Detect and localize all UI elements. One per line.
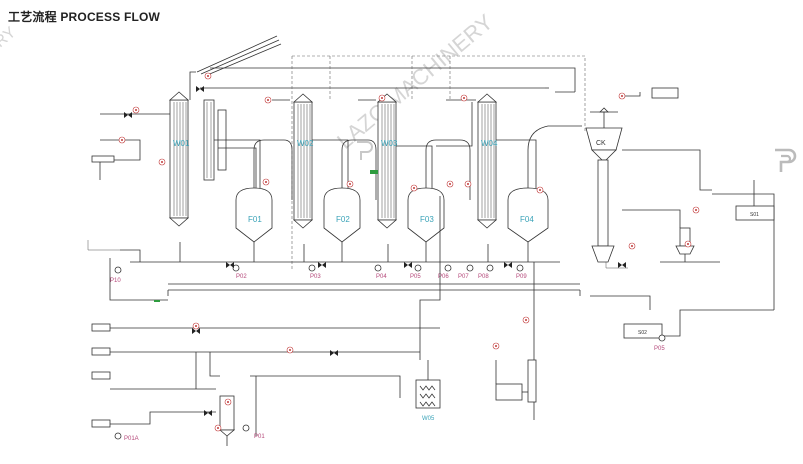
pump-label: P09 (516, 274, 527, 280)
tank-s01: S01 (735, 180, 775, 221)
preheater-label: W05 (422, 416, 435, 422)
pump-label: P02 (236, 274, 247, 280)
evaporator-w02: W02 (292, 93, 314, 229)
bottom-inlets (91, 323, 440, 436)
page-title: 工艺流程 PROCESS FLOW (8, 10, 161, 24)
evaporator-label: W02 (297, 139, 314, 148)
evaporator-w04: W04 (476, 93, 498, 229)
bottom-headers (87, 240, 580, 301)
evaporator-label: W01 (173, 139, 190, 148)
pump-label: P03 (310, 274, 321, 280)
pump-label: P05 (410, 274, 421, 280)
evaporator-label: W03 (381, 139, 398, 148)
preheater-w05: W05 (415, 360, 441, 422)
pump-label: P08 (478, 274, 489, 280)
right-side-lines (590, 149, 775, 337)
condenser-ck: CK (585, 87, 679, 263)
level-indicator (154, 170, 378, 302)
tank-s02: S02 (623, 323, 663, 339)
pump-label: P01 (254, 434, 265, 440)
pump-label: P01A (124, 436, 139, 442)
pump-label: P05 (654, 346, 665, 352)
evaporator-label: W04 (481, 139, 498, 148)
pump-label: P06 (438, 274, 449, 280)
logo-icon (775, 148, 797, 172)
condenser-label: CK (596, 140, 606, 147)
instrument-markers (118, 72, 700, 432)
steam-inlet-line (189, 35, 282, 90)
logo-icon (357, 141, 373, 160)
watermark-left: RY (0, 24, 20, 51)
separator-f01: F01 (214, 139, 273, 243)
separator-f03: F03 (396, 102, 473, 243)
vapor-header-lines (200, 55, 586, 270)
tank-label: S01 (750, 212, 759, 218)
valve-markers (124, 86, 626, 416)
pump-label: P04 (376, 274, 387, 280)
left-feed-lines (91, 90, 191, 180)
tank-label: S02 (638, 330, 647, 336)
separator-f02: F02 (312, 139, 361, 243)
separator-label: F04 (520, 215, 534, 224)
evaporator-w03: W03 (376, 93, 398, 229)
evaporator-w01: W01 (168, 91, 190, 227)
separator-label: F01 (248, 215, 262, 224)
bottom-column: P01 P01A (114, 395, 265, 446)
holding-unit (495, 359, 537, 403)
pump-label: P10 (110, 278, 121, 284)
separator-f04: F04 (496, 139, 549, 243)
pump-stack-right (675, 227, 695, 262)
pump-row: P02 P03 P04 P05 P06 P07 P08 P09 P10 P05 (110, 264, 666, 352)
separator-label: F03 (420, 215, 434, 224)
pump-label: P07 (458, 274, 469, 280)
separator-label: F02 (336, 215, 350, 224)
vapor-crossover-pipes (253, 99, 582, 200)
watermark-main: LAZO MACHINERY (332, 9, 498, 154)
